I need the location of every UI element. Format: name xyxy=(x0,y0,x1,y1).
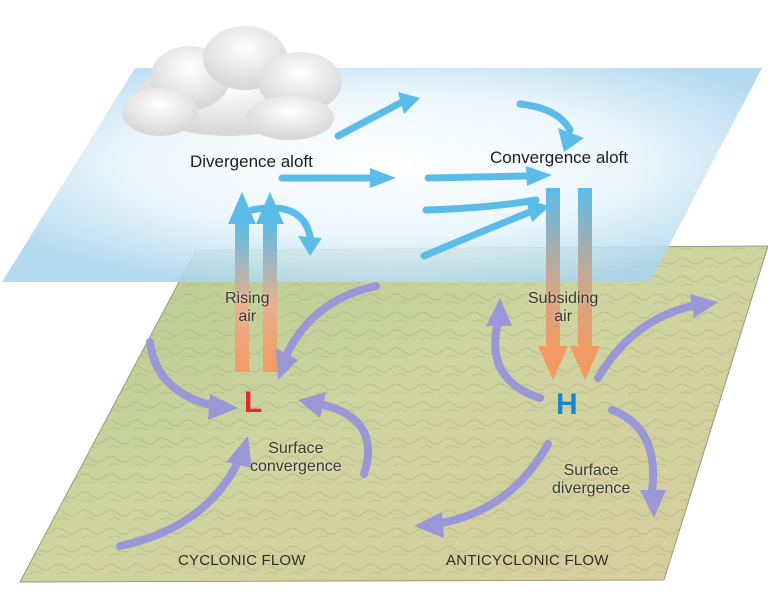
surface-divergence-label: Surface divergence xyxy=(552,462,630,499)
divergence-aloft-label: Divergence aloft xyxy=(190,152,313,171)
rising-air-label-line1: Rising xyxy=(225,290,270,307)
rising-air-label: Rising air xyxy=(225,290,269,327)
anticyclonic-flow-label: ANTICYCLONIC FLOW xyxy=(446,552,609,569)
subsiding-air-arrows xyxy=(538,188,600,380)
low-pressure-symbol: L xyxy=(244,386,263,419)
upper-level-arrowheads xyxy=(298,92,584,256)
high-pressure-symbol: H xyxy=(556,388,578,421)
surface-divergence-label-line1: Surface xyxy=(563,462,619,479)
subsiding-air-label: Subsiding air xyxy=(528,290,598,327)
subsiding-air-label-line2: air xyxy=(554,308,573,326)
anticyclonic-arrowheads xyxy=(414,294,718,538)
cyclonic-arrowheads xyxy=(208,348,326,468)
convergence-aloft-label: Convergence aloft xyxy=(490,148,628,167)
anticyclonic-surface-arrows xyxy=(432,302,696,528)
upper-level-flow-arrows xyxy=(248,98,574,260)
cyclonic-flow-label: CYCLONIC FLOW xyxy=(178,552,306,569)
surface-terrain xyxy=(19,245,768,583)
surface-convergence-label-line1: Surface xyxy=(268,440,324,457)
cyclonic-surface-arrows xyxy=(116,282,380,550)
surface-divergence-label-line2: divergence xyxy=(552,480,631,498)
rising-air-label-line2: air xyxy=(238,308,257,326)
surface-convergence-label: Surface convergence xyxy=(250,440,342,477)
surface-convergence-label-line2: convergence xyxy=(250,458,342,476)
cloud-icon xyxy=(122,26,342,140)
subsiding-air-label-line1: Subsiding xyxy=(528,290,599,307)
rising-air-arrows xyxy=(228,192,284,372)
